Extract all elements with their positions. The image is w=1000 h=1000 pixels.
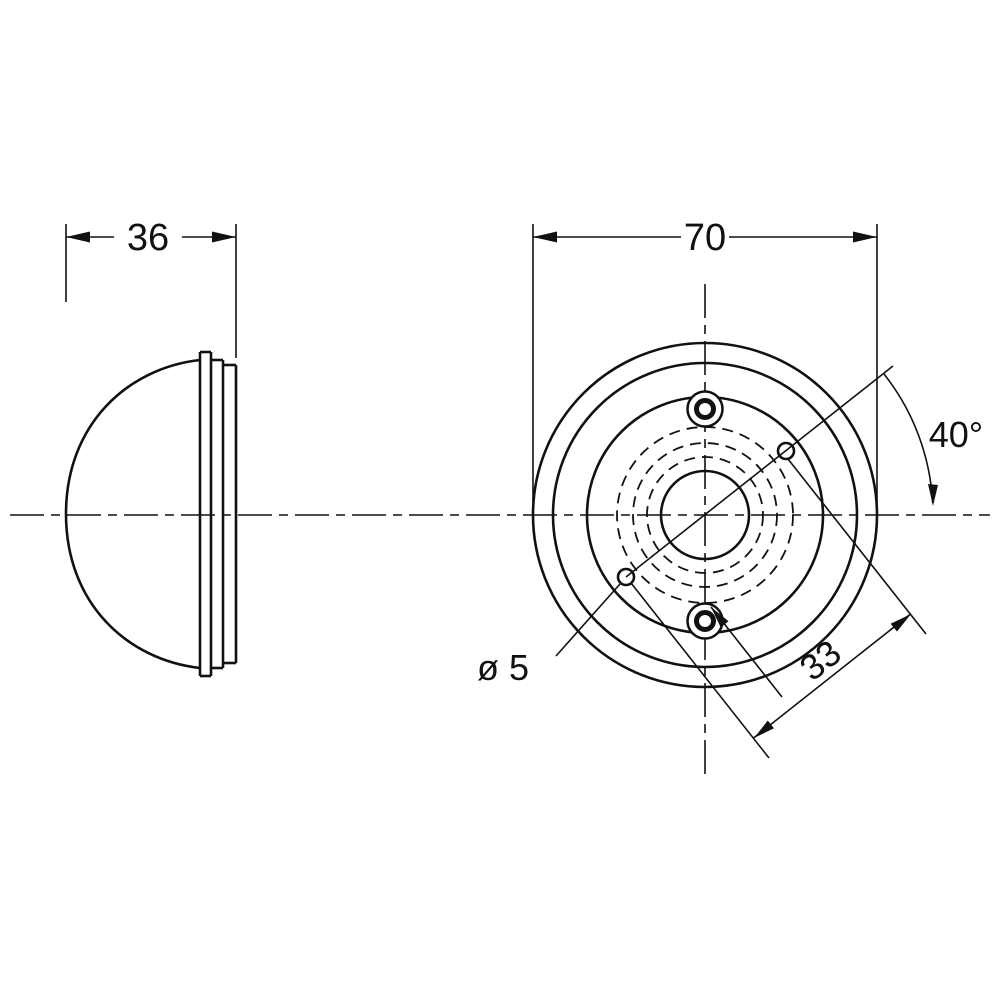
offset-label: 33 (792, 632, 849, 689)
arrowhead-lower (754, 720, 774, 738)
arrowhead-left (533, 231, 557, 243)
screw-bottom (686, 602, 724, 640)
hole-diameter-label: ø 5 (477, 647, 529, 688)
dimension-70: 70 (532, 217, 878, 503)
dimension-hole-diameter: ø 5 (477, 583, 621, 688)
arc-arrowhead (928, 484, 938, 506)
dim-label-36: 36 (127, 217, 169, 259)
angle-arc (883, 373, 934, 504)
arrowhead-left (66, 231, 90, 243)
dimension-line (753, 613, 912, 739)
dimension-36: 36 (65, 217, 237, 358)
dim-label-70: 70 (684, 217, 726, 259)
screw-top (686, 390, 724, 428)
front-view (531, 284, 879, 779)
dome-profile (64, 358, 201, 670)
small-hole-lower (616, 567, 636, 587)
arrowhead-right (853, 231, 877, 243)
dimension-40deg: 40° (625, 365, 983, 578)
leader-line (555, 583, 621, 657)
arrowhead-right (212, 231, 236, 243)
extension-line-lower (630, 582, 770, 759)
side-view (64, 350, 238, 678)
small-hole-upper (776, 441, 796, 461)
arrowhead-upper (890, 614, 911, 632)
diagonal-axis-line (625, 365, 894, 578)
extension-line-upper (787, 458, 927, 635)
screw-pointer-arrowhead (711, 607, 729, 628)
angle-label: 40° (929, 414, 983, 455)
